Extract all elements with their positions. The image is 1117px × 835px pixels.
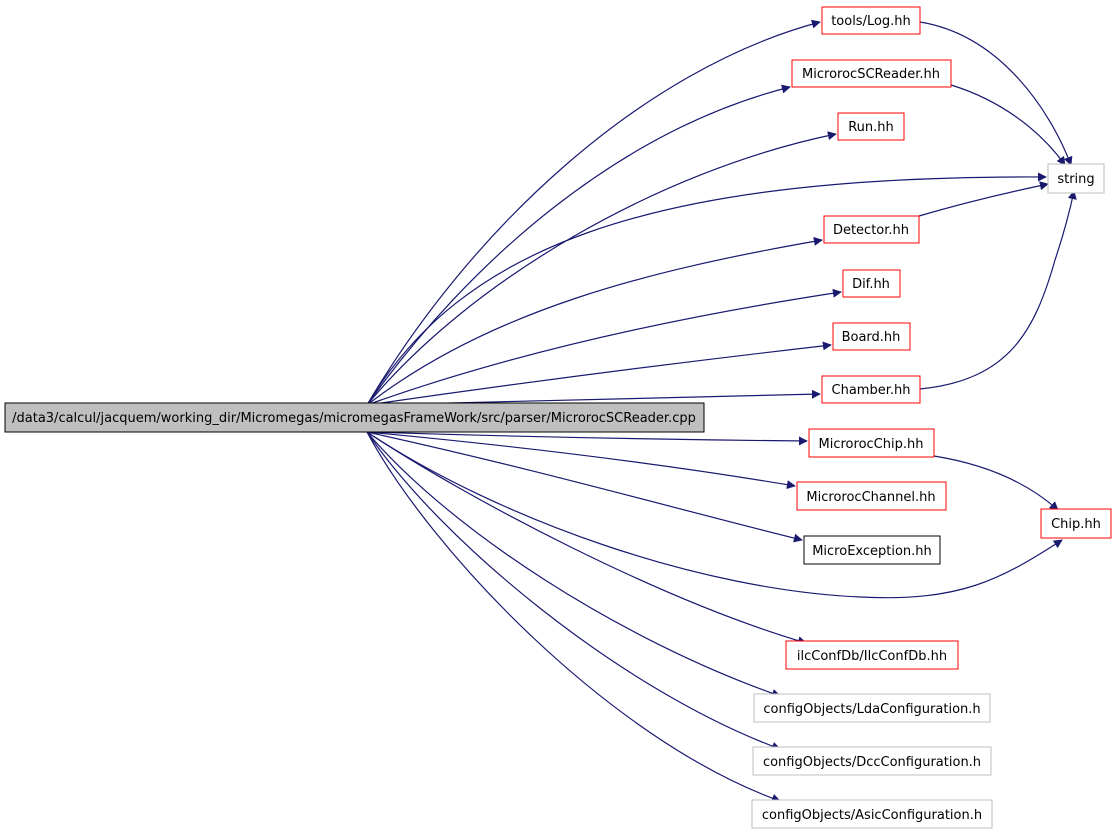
edge-source-to-board-hh xyxy=(366,341,832,406)
nodes-layer: tools/Log.hh MicrorocSCReader.hh Run.hh … xyxy=(751,6,1112,829)
node-board-hh-label: Board.hh xyxy=(842,330,901,345)
node-chamber-hh-label: Chamber.hh xyxy=(832,383,911,398)
edge-source-to-dif-hh xyxy=(366,288,842,406)
node-tools-log[interactable]: tools/Log.hh xyxy=(821,6,921,35)
source-node-label: /data3/calcul/jacquem/working_dir/Microm… xyxy=(12,411,696,426)
node-run-hh-box xyxy=(837,112,905,141)
node-microrocchip-hh-label: MicrorocChip.hh xyxy=(819,437,924,452)
node-microrocscreader-hh-label: MicrorocSCReader.hh xyxy=(802,67,940,82)
node-dcc-configuration[interactable]: configObjects/DccConfiguration.h xyxy=(752,746,992,776)
node-microexception-hh-label: MicroException.hh xyxy=(812,544,932,559)
node-chip-hh-box xyxy=(1040,508,1112,539)
edge-source-to-ilcconfdb-hh xyxy=(366,431,807,646)
node-microexception-hh[interactable]: MicroException.hh xyxy=(803,535,941,565)
node-detector-hh[interactable]: Detector.hh xyxy=(823,215,920,244)
node-ilcconfdb-hh[interactable]: ilcConfDb/IlcConfDb.hh xyxy=(785,640,959,670)
node-chamber-hh[interactable]: Chamber.hh xyxy=(821,375,921,404)
node-chip-hh-label: Chip.hh xyxy=(1051,517,1101,532)
node-asic-configuration-box xyxy=(751,799,993,829)
node-microexception-hh-box xyxy=(803,535,941,565)
node-lda-configuration[interactable]: configObjects/LdaConfiguration.h xyxy=(753,693,991,723)
node-tools-log-label: tools/Log.hh xyxy=(831,14,911,29)
edges-layer xyxy=(366,19,1077,803)
node-dif-hh-label: Dif.hh xyxy=(852,277,890,292)
edge-detector-hh-to-string xyxy=(918,181,1049,217)
node-microrocchip-hh[interactable]: MicrorocChip.hh xyxy=(808,428,935,458)
edge-source-to-detector-hh xyxy=(366,236,823,406)
node-dcc-configuration-box xyxy=(752,746,992,776)
edge-tools-log-to-string xyxy=(919,21,1073,166)
node-dif-hh-box xyxy=(842,269,901,298)
node-microrocscreader-hh[interactable]: MicrorocSCReader.hh xyxy=(791,59,952,88)
edge-source-to-asic-configuration xyxy=(366,431,781,803)
node-string[interactable]: string xyxy=(1047,163,1105,194)
edge-source-to-lda-configuration xyxy=(366,431,781,698)
node-microrocchannel-hh-label: MicrorocChannel.hh xyxy=(806,490,935,505)
node-lda-configuration-box xyxy=(753,693,991,723)
node-detector-hh-label: Detector.hh xyxy=(833,223,909,238)
node-run-hh[interactable]: Run.hh xyxy=(837,112,905,141)
node-ilcconfdb-hh-box xyxy=(785,640,959,670)
node-microrocchip-hh-box xyxy=(808,428,935,458)
node-string-box xyxy=(1047,163,1105,194)
node-detector-hh-box xyxy=(823,215,920,244)
node-chamber-hh-box xyxy=(821,375,921,404)
node-tools-log-box xyxy=(821,6,921,35)
edge-source-to-microrocscreader-hh xyxy=(366,84,791,406)
edge-source-to-tools-log xyxy=(366,19,821,406)
edge-source-to-microrocchannel-hh xyxy=(366,431,796,490)
node-dif-hh[interactable]: Dif.hh xyxy=(842,269,901,298)
edge-source-to-string xyxy=(366,172,1047,406)
node-lda-configuration-label: configObjects/LdaConfiguration.h xyxy=(763,702,980,717)
source-node-box xyxy=(4,402,705,433)
node-microrocscreader-hh-box xyxy=(791,59,952,88)
edge-source-to-run-hh xyxy=(366,131,837,406)
node-microrocchannel-hh-box xyxy=(796,481,947,511)
node-board-hh[interactable]: Board.hh xyxy=(832,322,911,351)
node-string-label: string xyxy=(1057,172,1094,187)
node-asic-configuration-label: configObjects/AsicConfiguration.h xyxy=(762,808,982,823)
edge-source-to-microrocchip-hh xyxy=(366,431,808,446)
edge-microrocchip-hh-to-chip-hh xyxy=(933,455,1059,511)
node-microrocchannel-hh[interactable]: MicrorocChannel.hh xyxy=(796,481,947,511)
node-board-hh-box xyxy=(832,322,911,351)
node-run-hh-label: Run.hh xyxy=(848,120,894,135)
edge-source-to-dcc-configuration xyxy=(366,431,781,751)
node-asic-configuration[interactable]: configObjects/AsicConfiguration.h xyxy=(751,799,993,829)
node-ilcconfdb-hh-label: ilcConfDb/IlcConfDb.hh xyxy=(797,649,947,664)
edge-source-to-microexception-hh xyxy=(366,431,803,543)
source-node[interactable]: /data3/calcul/jacquem/working_dir/Microm… xyxy=(4,402,705,433)
edge-chamber-hh-to-string xyxy=(919,190,1077,390)
edge-source-to-chip-hh xyxy=(366,431,1063,599)
node-chip-hh[interactable]: Chip.hh xyxy=(1040,508,1112,539)
edge-microrocscreader-hh-to-string xyxy=(950,84,1066,166)
node-dcc-configuration-label: configObjects/DccConfiguration.h xyxy=(763,755,981,770)
